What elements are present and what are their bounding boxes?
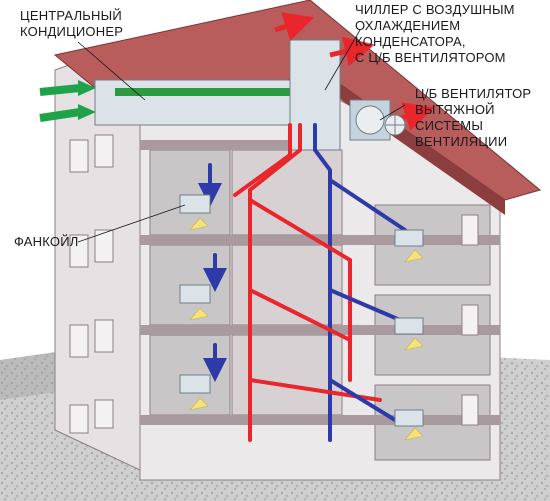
- chiller-unit-icon: [274, 12, 435, 151]
- label-exhaust-fan: Ц/Б ВЕНТИЛЯТОР ВЫТЯЖНОЙ СИСТЕМЫ ВЕНТИЛЯЦ…: [415, 86, 535, 149]
- windows-right: [461, 214, 479, 426]
- rooms-left: [149, 149, 343, 416]
- fan-icon: [384, 114, 406, 136]
- label-fancoil: ФАНКОЙЛ: [14, 234, 78, 249]
- pipe-network: [198, 123, 407, 442]
- label-chiller: ЧИЛЛЕР С ВОЗДУШНЫМ ОХЛАЖДЕНИЕМ КОНДЕНСАТ…: [355, 2, 519, 65]
- air-arrow-icon: [189, 217, 424, 441]
- central-ac-unit: [39, 79, 326, 126]
- windows-left: [69, 134, 114, 434]
- label-central-ac: ЦЕНТРАЛЬНЫЙ КОНДИЦИОНЕР: [20, 8, 126, 39]
- callout-lines: [77, 29, 406, 243]
- fancoil-unit-icon: [179, 194, 424, 427]
